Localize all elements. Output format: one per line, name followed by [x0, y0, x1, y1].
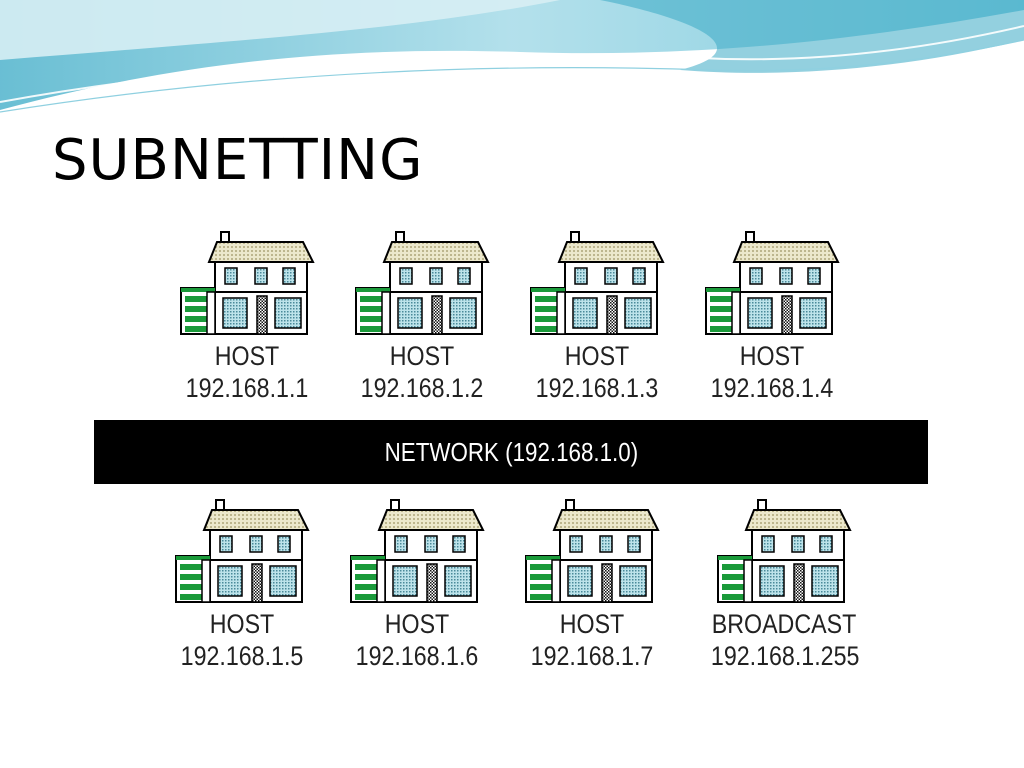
slide-title: SUBNETTING: [52, 128, 424, 193]
house-icon: [180, 231, 314, 335]
node-ip: 192.168.1.255: [710, 641, 860, 671]
node-ip: 192.168.1.1: [185, 373, 309, 403]
house-icon: [705, 231, 839, 335]
header-wave-decoration: [0, 0, 1024, 113]
node-label: HOST: [564, 341, 630, 371]
host-node-1: HOST 192.168.1.1: [172, 230, 322, 404]
host-node-4: HOST 192.168.1.4: [697, 230, 847, 404]
house-icon: [175, 499, 309, 603]
node-ip: 192.168.1.4: [710, 373, 834, 403]
node-label: HOST: [389, 341, 455, 371]
house-icon: [350, 499, 484, 603]
host-node-7: HOST 192.168.1.7: [517, 498, 667, 672]
node-label: HOST: [739, 341, 805, 371]
node-ip: 192.168.1.3: [535, 373, 659, 403]
node-label: HOST: [559, 609, 625, 639]
network-label: NETWORK (192.168.1.0): [384, 436, 638, 467]
house-icon: [530, 231, 664, 335]
host-node-2: HOST 192.168.1.2: [347, 230, 497, 404]
host-node-6: HOST 192.168.1.6: [342, 498, 492, 672]
node-ip: 192.168.1.5: [180, 641, 304, 671]
network-bus: NETWORK (192.168.1.0): [94, 420, 928, 484]
broadcast-node: BROADCAST 192.168.1.255: [699, 498, 869, 672]
node-ip: 192.168.1.2: [360, 373, 484, 403]
house-icon: [717, 499, 851, 603]
house-icon: [355, 231, 489, 335]
network-diagram: HOST 192.168.1.1 HOST 192.168.1.2 HOST 1…: [82, 222, 938, 698]
host-node-3: HOST 192.168.1.3: [522, 230, 672, 404]
node-label: HOST: [209, 609, 275, 639]
node-label: HOST: [384, 609, 450, 639]
node-label: BROADCAST: [711, 609, 857, 639]
node-ip: 192.168.1.7: [530, 641, 654, 671]
host-node-5: HOST 192.168.1.5: [167, 498, 317, 672]
node-ip: 192.168.1.6: [355, 641, 479, 671]
node-label: HOST: [214, 341, 280, 371]
house-icon: [525, 499, 659, 603]
